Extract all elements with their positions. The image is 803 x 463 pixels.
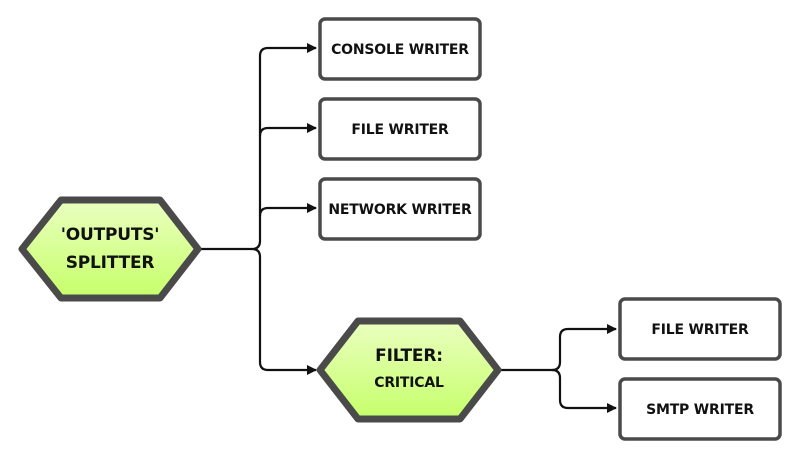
connector-splitter-filter	[251, 247, 317, 375]
filter-hexagon	[316, 317, 502, 423]
splitter-label-line1: 'OUTPUTS'	[61, 225, 160, 245]
smtp-writer-node: SMTP WRITER	[618, 377, 782, 441]
splitter-hexagon	[18, 196, 202, 302]
connector-splitter-network	[258, 203, 317, 217]
filter-node: FILTER: CRITICAL	[316, 317, 502, 423]
file-writer-box-1	[318, 97, 482, 161]
connector-filter-smtp	[551, 368, 617, 413]
filter-label-line2: CRITICAL	[374, 375, 444, 391]
smtp-writer-box	[618, 377, 782, 441]
splitter-label-line2: SPLITTER	[66, 253, 155, 273]
console-writer-node: CONSOLE WRITER	[318, 17, 482, 81]
network-writer-label: NETWORK WRITER	[328, 202, 472, 218]
console-writer-label: CONSOLE WRITER	[331, 42, 469, 58]
smtp-writer-label: SMTP WRITER	[646, 402, 754, 418]
connector-splitter-file	[258, 123, 317, 137]
splitter-node: 'OUTPUTS' SPLITTER	[18, 196, 202, 302]
file-writer-node-1: FILE WRITER	[318, 97, 482, 161]
file-writer-label-2: FILE WRITER	[651, 322, 749, 338]
network-writer-box	[318, 177, 482, 241]
file-writer-box-2	[618, 297, 782, 361]
connector-splitter-console	[198, 43, 317, 251]
filter-label-line1: FILTER:	[375, 346, 443, 366]
network-writer-node: NETWORK WRITER	[318, 177, 482, 241]
file-writer-label-1: FILE WRITER	[351, 122, 449, 138]
connector-filter-file	[500, 324, 617, 372]
filter-connectors	[500, 324, 617, 413]
console-writer-box	[318, 17, 482, 81]
file-writer-node-2: FILE WRITER	[618, 297, 782, 361]
splitter-connectors	[198, 43, 317, 375]
